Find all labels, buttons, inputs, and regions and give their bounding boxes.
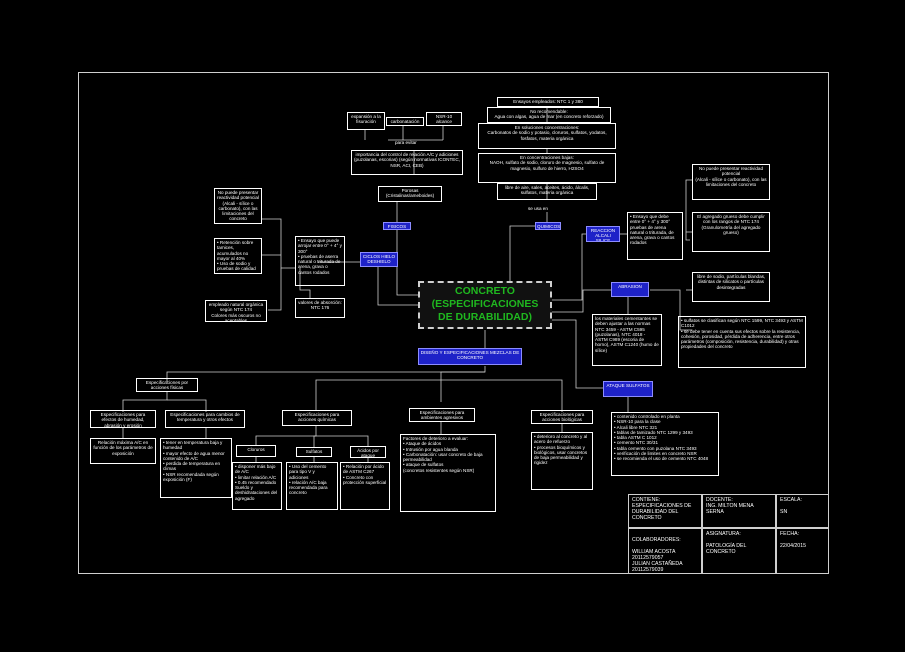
box-cloruros-text: • disponer más bajo de A/C • limitar rel… — [232, 462, 282, 510]
title-docente-label: DOCENTE: — [706, 497, 733, 503]
box-left-retencion: • Retención sobre tamices, acumulados no… — [214, 238, 262, 274]
box-acciones-quimicas: Especificaciones para acciones químicas — [282, 410, 352, 426]
box-relacion-ac: Relación máxima A/C en función de los pa… — [90, 438, 156, 464]
box-right-sulfatos-bullets: • sulfatos se clasifican según NTC 1599,… — [678, 316, 806, 368]
central-concept-node: CONCRETO (ESPECIFICACIONES DE DURABILIDA… — [418, 281, 552, 329]
label-fisicos: FISICOS — [383, 222, 411, 230]
box-carbonatacion: carbonatación — [386, 117, 424, 126]
box-acciones-biologicas: Especificaciones para acciones biológica… — [531, 410, 593, 424]
box-biologicos-text: • deterioro al concreto y al acero de re… — [531, 432, 593, 490]
box-left-ensayo: • Ensayo que puede arrojar entre 0° + 4°… — [295, 236, 345, 286]
label-abrasion: ABRASION — [611, 282, 649, 297]
center-line-1: CONCRETO — [455, 285, 515, 297]
box-left-empleado: empleado natural orgánica según NTC 174 … — [205, 300, 267, 322]
text-para-evitar: para evitar — [395, 140, 417, 145]
label-ataque-sulfatos: ATAQUE SULFATOS — [603, 381, 653, 397]
box-humedad-abrasion: Especificaciones para efectos de humedad… — [90, 410, 156, 428]
label-diseno-mezclas: DISEÑO Y ESPECIFICACIONES MEZCLAS DE CON… — [418, 348, 522, 365]
box-acidos-text: • Relación por ácido de ASTM C267 • Conc… — [340, 462, 390, 510]
box-left-no-puede: No puede presentar reactividad potencial… — [214, 188, 262, 224]
box-nsr: NSR-10 alcance — [426, 112, 462, 126]
title-contiene-value: ESPECIFICACIONES DE DURABILIDAD DEL CONC… — [632, 503, 692, 521]
drawing-frame — [78, 72, 829, 574]
box-ensayos: Ensayos empleados: NTC 1 y 380 — [497, 97, 599, 107]
title-colaboradores-value: WILLIAM ACOSTA 20112579057 JULIAN CASTAÑ… — [632, 549, 683, 573]
box-sulfatos: Sulfatos — [296, 447, 332, 457]
title-asignatura-label: ASIGNATURA: — [706, 531, 741, 537]
title-colaboradores: COLABORADORES: WILLIAM ACOSTA 2011257905… — [628, 528, 702, 574]
center-line-2: (ESPECIFICACIONES — [431, 298, 539, 310]
label-quimicos: QUIMICOS — [535, 222, 561, 230]
box-acidos: Ácidos por ataque — [350, 446, 386, 458]
box-importancia-control: importancia del control de relación A/C … — [351, 150, 463, 175]
title-fecha-label: FECHA: — [780, 531, 800, 537]
title-contiene-label: CONTIENE: — [632, 497, 661, 503]
box-sulfatos-text: • Uso del cemento para tipo V y adicione… — [286, 462, 338, 510]
box-right-no-puede: No puede presentar reactividad potencial… — [692, 164, 770, 200]
box-sulfatos-list: • contenido controlado en planta • NSR-1… — [611, 412, 719, 476]
label-reaccion-silice: REACCION ALCALI SILICE — [586, 226, 620, 242]
box-carbonatos: En soluciones concentraciones: Carbonato… — [478, 123, 616, 149]
text-se-usa-en: se usa en — [528, 206, 548, 211]
box-no-recomendable: No recomendable: Agua con algas, agua de… — [487, 107, 611, 123]
title-fecha-value: 22/04/2015 — [780, 543, 806, 549]
box-concentraciones-bajas: En concentraciones bajas: NAOH, sulfato … — [478, 153, 616, 183]
title-escala: ESCALA: SN — [776, 494, 829, 528]
box-cambios-temperatura: Especificaciones para cambios de tempera… — [165, 410, 245, 428]
box-right-cementantes: los materiales cementantes se deben ajus… — [592, 314, 662, 366]
box-expansion: expansión a la fisuración — [347, 112, 385, 130]
box-ambientes-agresivos: Especificaciones para ambientes agresivo… — [409, 408, 475, 422]
title-docente: DOCENTE: ING. MILTON MENA SERNA — [702, 494, 776, 528]
title-colaboradores-label: COLABORADORES: — [632, 537, 681, 543]
title-fecha: FECHA: 22/04/2015 — [776, 528, 829, 574]
title-escala-value: SN — [780, 509, 788, 515]
box-libre-aire: libre de aire, sales, aceites, ácido, ál… — [497, 183, 597, 200]
title-escala-label: ESCALA: — [780, 497, 802, 503]
box-temperatura-bullets: • tener en temperatura baja y humedad • … — [160, 438, 232, 498]
label-ciclos-hielo: CICLOS HIELO DESHIELO — [360, 252, 398, 267]
box-porosas: Porosas (Cristalinas/ameboides) — [378, 186, 442, 202]
title-docente-value: ING. MILTON MENA SERNA — [706, 503, 754, 515]
center-line-3: DE DURABILIDAD) — [438, 311, 532, 323]
box-right-agregado-grueso: El agregado grueso debe cumplir con los … — [692, 212, 770, 252]
title-contiene: CONTIENE: ESPECIFICACIONES DE DURABILIDA… — [628, 494, 702, 528]
box-right-ensayo: • Ensayo que debe entre 0° + 4° y 300° p… — [627, 212, 683, 260]
box-right-libre-sodio: libre de sodio, partículas blandas, dist… — [692, 272, 770, 302]
box-cloruros: Cloruros — [236, 445, 276, 457]
title-asignatura-value: PATOLOGÍA DEL CONCRETO — [706, 543, 747, 555]
box-acciones-fisicas: Especificaciones por acciones físicas — [136, 378, 198, 392]
box-agresivos-text: Factores de deterioro a evaluar: • Ataqu… — [400, 434, 496, 512]
title-asignatura: ASIGNATURA: PATOLOGÍA DEL CONCRETO — [702, 528, 776, 574]
box-left-valores: valores de absorción: NTC 176 — [295, 298, 345, 318]
